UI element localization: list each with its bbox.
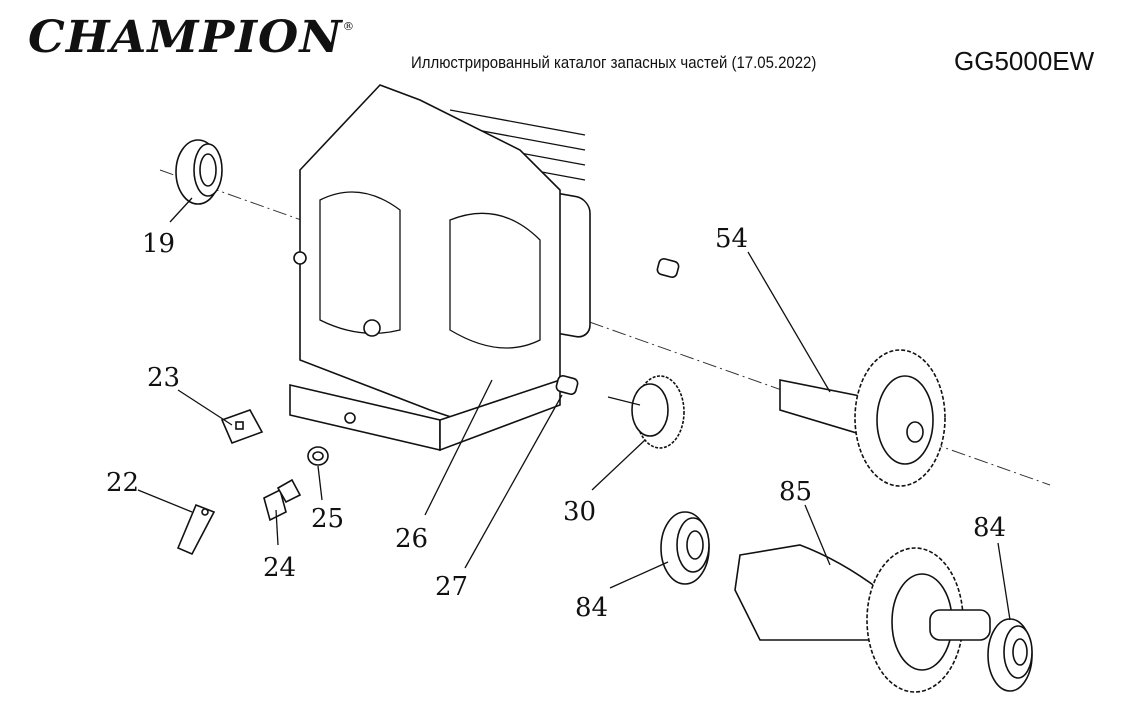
part-25-washer bbox=[307, 446, 329, 466]
callout-25: 25 bbox=[311, 504, 344, 534]
callout-26: 26 bbox=[395, 524, 428, 554]
part-27-dowel-pin bbox=[555, 258, 680, 395]
model-number: GG5000EW bbox=[954, 46, 1095, 76]
callout-23: 23 bbox=[147, 363, 180, 393]
part-84-bearing-right bbox=[987, 618, 1033, 692]
part-19-oil-seal bbox=[175, 139, 223, 205]
leader-lines bbox=[137, 197, 1011, 621]
champion-logo: CHAMPION® bbox=[28, 12, 355, 63]
callout-22: 22 bbox=[106, 468, 139, 498]
part-23-plate bbox=[220, 409, 264, 445]
callout-84-left: 84 bbox=[575, 593, 608, 623]
callout-24: 24 bbox=[263, 553, 296, 583]
part-26-crankcase bbox=[289, 84, 591, 452]
callout-30: 30 bbox=[563, 497, 596, 527]
catalog-subtitle: Иллюстрированный каталог запасных частей… bbox=[411, 53, 817, 72]
callout-27: 27 bbox=[435, 572, 468, 602]
part-22-lever bbox=[176, 503, 216, 556]
part-30-governor-gear bbox=[607, 375, 685, 449]
callout-54: 54 bbox=[715, 224, 748, 254]
registered-mark: ® bbox=[342, 20, 356, 33]
part-54-camshaft bbox=[779, 349, 946, 487]
part-24-drain-plug bbox=[263, 478, 302, 522]
callout-84-right: 84 bbox=[973, 513, 1006, 543]
brand-name: CHAMPION bbox=[28, 12, 343, 63]
callout-19: 19 bbox=[142, 229, 175, 259]
callout-85: 85 bbox=[779, 477, 812, 507]
part-84-bearing-left bbox=[660, 511, 710, 585]
part-85-crankshaft bbox=[734, 544, 991, 693]
